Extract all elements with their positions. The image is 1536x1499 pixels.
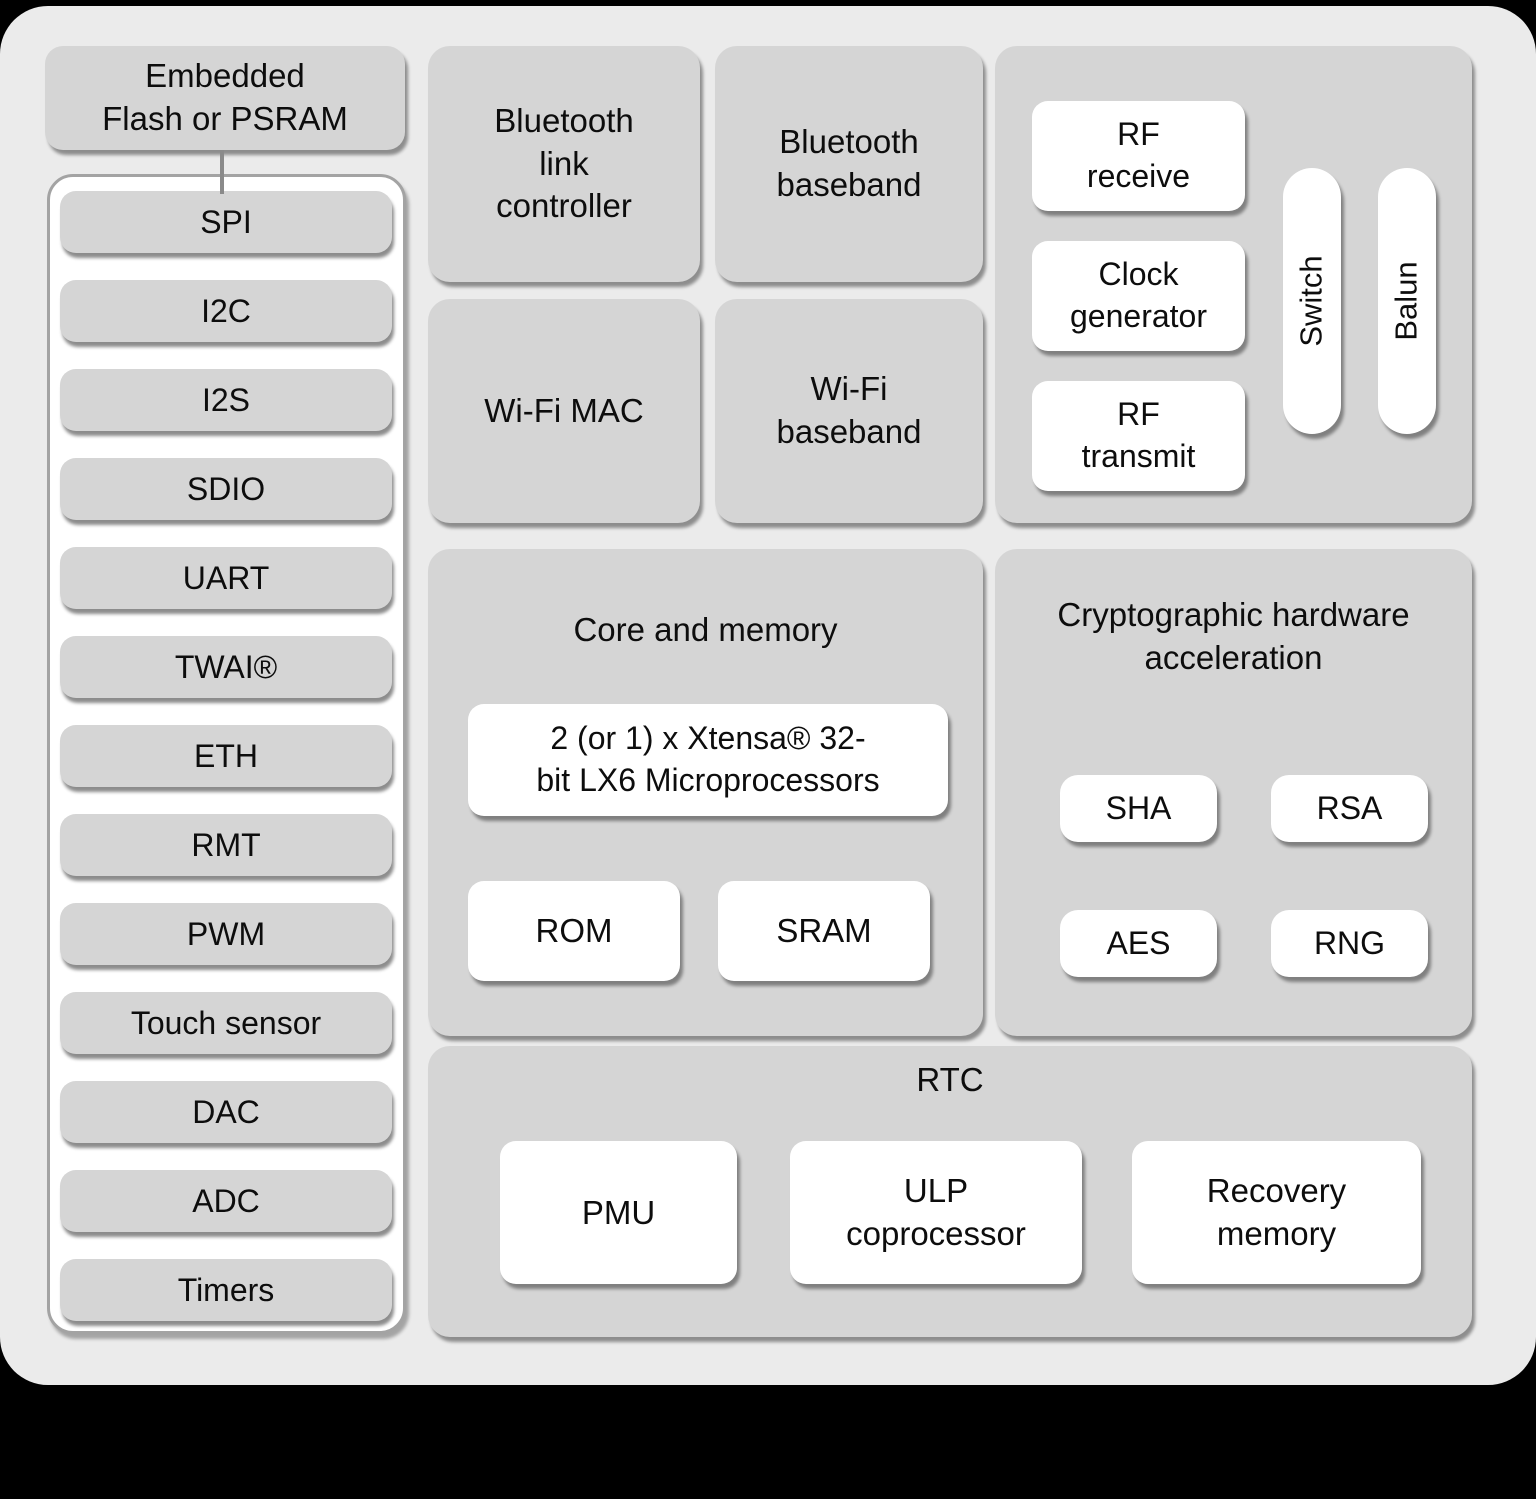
block-bluetooth-link-controller: Bluetooth link controller: [428, 46, 700, 282]
crypto-section: Cryptographic hardware acceleration SHA …: [995, 549, 1472, 1036]
card-pmu: PMU: [500, 1141, 737, 1284]
card-ulp-coprocessor: ULP coprocessor: [790, 1141, 1082, 1284]
pill-touch-sensor: Touch sensor: [60, 992, 392, 1054]
pill-adc: ADC: [60, 1170, 392, 1232]
pill-rmt: RMT: [60, 814, 392, 876]
pill-sdio: SDIO: [60, 458, 392, 520]
pill-sha: SHA: [1060, 775, 1217, 842]
pill-i2s: I2S: [60, 369, 392, 431]
card-clock-generator: Clock generator: [1032, 241, 1245, 351]
card-rf-receive: RF receive: [1032, 101, 1245, 211]
core-memory-section: Core and memory 2 (or 1) x Xtensa® 32- b…: [428, 549, 983, 1036]
rtc-title: RTC: [916, 1061, 984, 1098]
pill-rng: RNG: [1271, 910, 1428, 977]
pill-i2c: I2C: [60, 280, 392, 342]
card-cpu: 2 (or 1) x Xtensa® 32- bit LX6 Microproc…: [468, 704, 948, 816]
block-wifi-baseband: Wi-Fi baseband: [715, 299, 983, 523]
pill-timers: Timers: [60, 1259, 392, 1321]
block-wifi-mac: Wi-Fi MAC: [428, 299, 700, 523]
crypto-title: Cryptographic hardware acceleration: [1057, 596, 1410, 676]
rf-section: RF receive Clock generator RF transmit S…: [995, 46, 1472, 523]
card-sram: SRAM: [718, 881, 930, 981]
pill-switch: Switch: [1283, 168, 1341, 434]
pill-twai: TWAI®: [60, 636, 392, 698]
card-recovery-memory: Recovery memory: [1132, 1141, 1421, 1284]
block-bluetooth-baseband: Bluetooth baseband: [715, 46, 983, 282]
rtc-section: RTC PMU ULP coprocessor Recovery memory: [428, 1046, 1472, 1337]
core-memory-title: Core and memory: [573, 611, 838, 648]
embedded-flash-block: Embedded Flash or PSRAM: [45, 46, 405, 150]
pill-spi: SPI: [60, 191, 392, 253]
pill-eth: ETH: [60, 725, 392, 787]
soc-canvas: Embedded Flash or PSRAM SPI I2C I2S SDIO…: [0, 6, 1536, 1385]
pill-switch-label: Switch: [1294, 255, 1329, 347]
pill-balun-label: Balun: [1389, 261, 1425, 341]
pill-balun: Balun: [1378, 168, 1436, 434]
card-rf-transmit: RF transmit: [1032, 381, 1245, 491]
pill-rsa: RSA: [1271, 775, 1428, 842]
card-rom: ROM: [468, 881, 680, 981]
pill-aes: AES: [1060, 910, 1217, 977]
pill-pwm: PWM: [60, 903, 392, 965]
pill-dac: DAC: [60, 1081, 392, 1143]
flash-to-spi-connector: [220, 150, 224, 194]
pill-uart: UART: [60, 547, 392, 609]
